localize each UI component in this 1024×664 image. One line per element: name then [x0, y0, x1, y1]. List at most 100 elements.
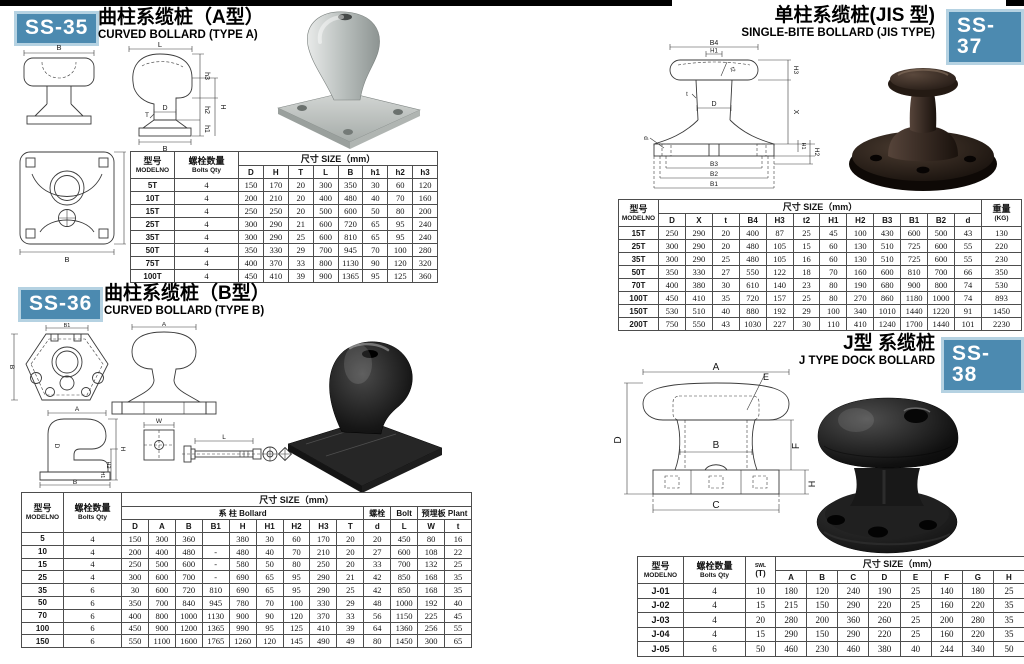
value-cell: 1150 [390, 608, 419, 623]
value-cell: 550 [738, 265, 767, 279]
value-cell: 280 [412, 243, 438, 257]
value-cell: 80 [282, 557, 311, 572]
value-cell: 893 [981, 291, 1022, 305]
value-cell: 610 [738, 278, 767, 292]
value-cell: 4 [63, 570, 122, 585]
value-cell: 130 [846, 239, 875, 253]
value-cell: 200 [238, 191, 264, 205]
value-cell: 190 [846, 278, 875, 292]
value-cell: 90 [255, 608, 284, 623]
value-cell: 25 [444, 557, 472, 572]
dim-label-h1: h1 [203, 125, 210, 133]
value-cell: 60 [819, 239, 848, 253]
ss36-photo-shape [287, 341, 443, 493]
title-cn-ss35: 曲柱系缆桩（A型） [98, 7, 264, 28]
value-cell: 450 [658, 291, 686, 305]
value-cell: 340 [846, 304, 875, 318]
model-header-cn: 型号 [33, 503, 52, 514]
value-cell: 240 [412, 230, 438, 244]
model-cell: 25T [130, 217, 175, 231]
value-cell: 1600 [174, 634, 203, 649]
value-cell: 168 [417, 583, 446, 597]
value-cell: 105 [765, 239, 794, 253]
dim-label-h1-top: H1 [710, 49, 718, 55]
value-cell: 360 [174, 532, 203, 546]
dim-label-b1: B1 [710, 181, 718, 188]
value-cell: 4 [683, 597, 746, 613]
value-cell: 4 [174, 204, 239, 218]
ss35-side-view: L D T h3 h2 h1 H B [128, 40, 226, 153]
value-cell: 500 [927, 226, 955, 240]
badge-ss38: SS-38 [941, 337, 1024, 393]
model-cell: J-03 [637, 612, 684, 628]
value-cell: 6 [63, 621, 122, 636]
dim-column-header: d [363, 519, 392, 533]
value-cell: 60 [819, 252, 848, 266]
value-cell: 510 [684, 304, 713, 318]
value-cell: 25 [336, 583, 365, 597]
dim-label-l: L [222, 434, 226, 441]
value-cell: 50 [745, 641, 776, 657]
size-header: 尺寸 SIZE（mm） [121, 492, 472, 507]
value-cell: 680 [873, 278, 902, 292]
value-cell: 70 [282, 544, 311, 559]
value-cell: 1000 [927, 291, 955, 305]
value-cell: 215 [774, 597, 808, 613]
ss35-front-view: B [23, 43, 95, 125]
value-cell: 6 [683, 641, 746, 657]
value-cell: 90 [362, 256, 389, 270]
value-cell: 170 [262, 178, 289, 192]
value-cell: 410 [846, 317, 875, 331]
value-cell: 40 [255, 544, 284, 559]
value-cell: 23 [792, 278, 821, 292]
value-cell: 60 [282, 532, 311, 546]
dim-label-t: T [145, 112, 149, 119]
value-cell: 20 [363, 532, 392, 546]
value-cell: 64 [363, 621, 392, 636]
value-cell: 48 [363, 595, 392, 610]
value-cell: 600 [147, 570, 176, 585]
value-cell: 95 [255, 621, 284, 636]
value-cell: 1700 [900, 317, 929, 331]
model-header: 型号 MODELNO [637, 556, 684, 584]
value-cell: 40 [899, 641, 932, 657]
value-cell: 300 [238, 230, 264, 244]
dim-column-header: B3 [873, 213, 902, 227]
dim-column-header: B1 [900, 213, 929, 227]
value-cell: 400 [312, 191, 339, 205]
value-cell: 370 [309, 608, 338, 623]
value-cell: 4 [174, 256, 239, 270]
badge-ss35: SS-35 [14, 11, 100, 46]
value-cell: 300 [121, 570, 149, 585]
spec-table-ss38: 型号 MODELNO 螺栓数量 Bolts Qty SWL (T) 尺寸 SIZ… [637, 556, 1024, 657]
value-cell: 150 [121, 532, 149, 546]
value-cell: 350 [121, 595, 149, 610]
value-cell: 125 [387, 269, 414, 283]
value-cell: 500 [147, 557, 176, 572]
value-cell: 35 [711, 291, 740, 305]
value-cell: 350 [658, 265, 686, 279]
value-cell: 1365 [201, 621, 230, 636]
dim-column-header: H3 [309, 519, 338, 533]
value-cell: 600 [900, 226, 929, 240]
dim-column-header: D [868, 570, 901, 584]
dim-column-header: T [287, 165, 314, 179]
product-photo-ss36 [287, 341, 443, 493]
ss38-photo-shape [816, 397, 959, 554]
value-cell: 380 [684, 278, 713, 292]
value-cell: 74 [953, 278, 983, 292]
value-cell: 810 [900, 265, 929, 279]
value-cell: 220 [868, 626, 901, 642]
value-cell: 350 [238, 243, 264, 257]
value-cell: 1765 [201, 634, 230, 649]
model-cell: 100T [130, 269, 175, 283]
value-cell: 290 [837, 626, 870, 642]
value-cell: 80 [417, 532, 446, 546]
model-cell: 15T [130, 204, 175, 218]
value-cell: 460 [774, 641, 808, 657]
dim-column-header: L [312, 165, 339, 179]
